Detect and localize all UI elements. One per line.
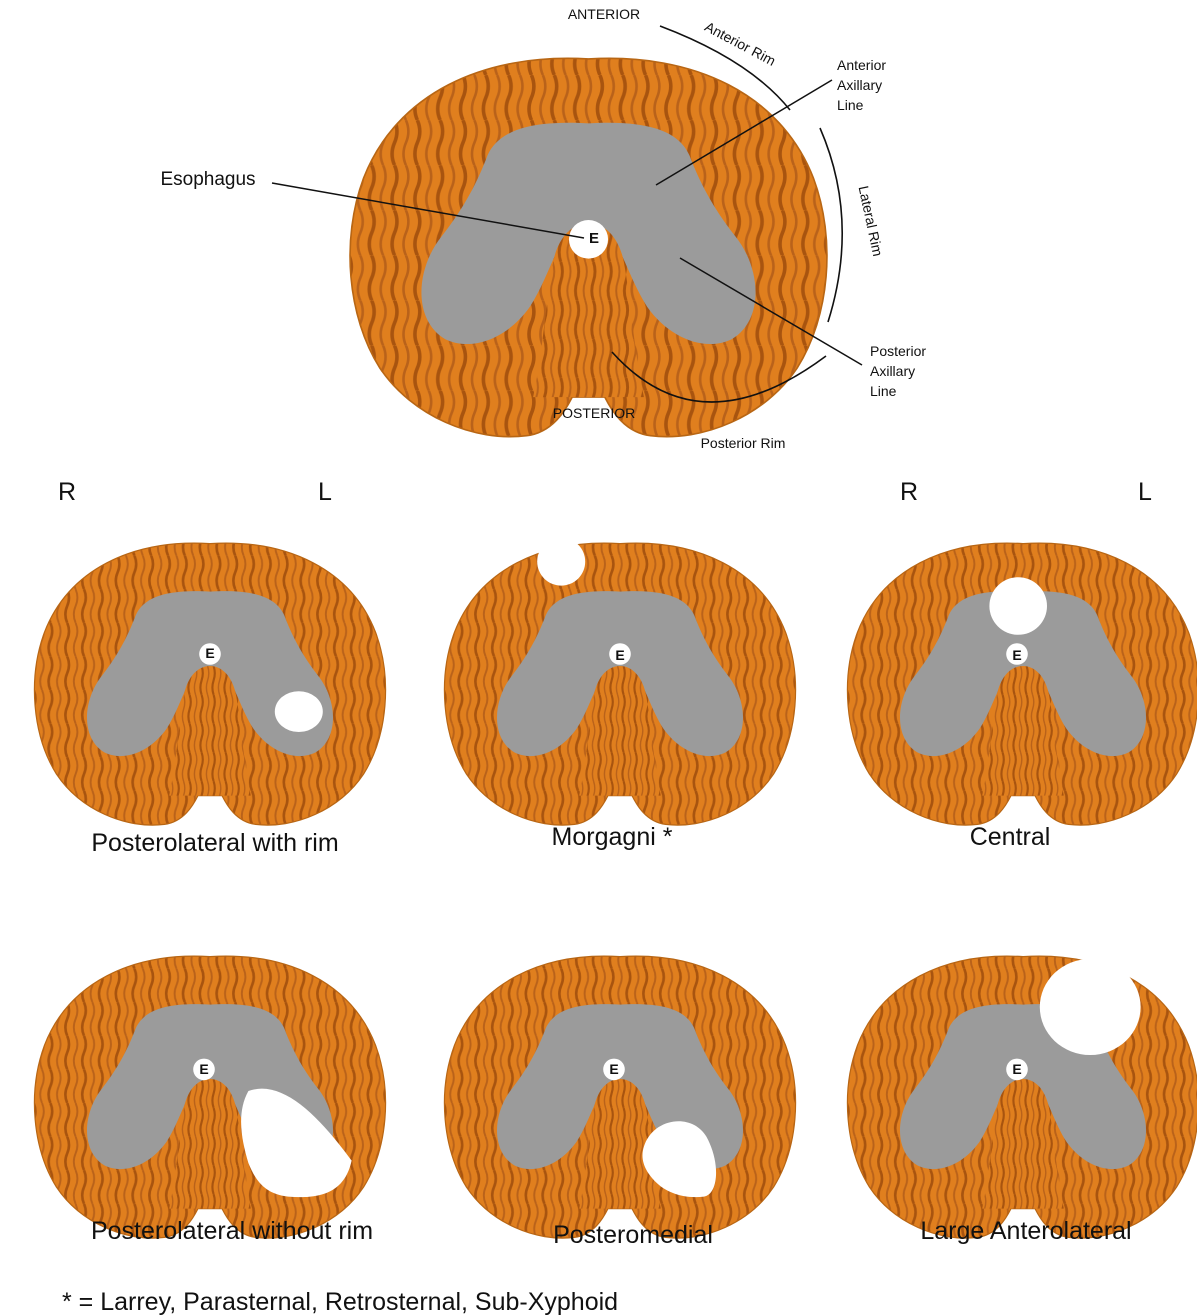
posterior-axillary-line-1: Posterior [870,343,926,359]
orientation-left-left-group: L [318,478,332,506]
caption-central: Central [970,823,1051,851]
defect-morgagni [537,538,585,586]
posterior-rim-label: Posterior Rim [701,435,786,451]
esophagus-marker-small-5: E [609,1061,618,1077]
caption-posterolateral-without-rim: Posterolateral without rim [91,1217,373,1245]
diaphragm-large-anterolateral [847,956,1197,1238]
posterior-axillary-line-2: Axillary [870,363,915,379]
diaphragm-posterolateral-without-rim [34,956,385,1238]
esophagus-marker-small-6: E [1012,1061,1021,1077]
caption-large-anterolateral: Large Anterolateral [920,1217,1131,1245]
orientation-right-left-group: R [58,478,76,506]
orientation-left-right-group: L [1138,478,1152,506]
esophagus-marker-small-2: E [615,647,624,663]
posterior-axillary-line-3: Line [870,383,897,399]
caption-posteromedial: Posteromedial [553,1221,713,1249]
caption-morgagni: Morgagni * [552,823,673,851]
diaphragm-central [847,543,1197,825]
posterior-label: POSTERIOR [553,405,635,421]
diaphragm-posterolateral-with-rim [34,543,385,825]
orientation-right-right-group: R [900,478,918,506]
footnote: * = Larrey, Parasternal, Retrosternal, S… [62,1288,618,1315]
anterior-label: ANTERIOR [568,6,640,22]
esophagus-marker-small-4: E [199,1061,208,1077]
diaphragm-posteromedial [444,956,795,1238]
anterior-axillary-line-1: Anterior [837,57,886,73]
anterior-axillary-line-2: Axillary [837,77,882,93]
anterior-rim-label: Anterior Rim [702,18,778,69]
caption-posterolateral-with-rim: Posterolateral with rim [91,829,338,857]
esophagus-marker: E [589,230,599,247]
defect-large-anterolateral [1040,959,1141,1055]
defect-central [989,577,1047,635]
defect-posterolateral-with-rim [275,691,323,732]
esophagus-marker-small-3: E [1012,647,1021,663]
esophagus-label: Esophagus [160,169,255,190]
anterior-axillary-line-3: Line [837,97,864,113]
lateral-rim-label: Lateral Rim [856,184,887,257]
main-diaphragm [350,58,827,436]
esophagus-marker-small-1: E [205,645,214,661]
diaphragm-morgagni [444,538,795,826]
